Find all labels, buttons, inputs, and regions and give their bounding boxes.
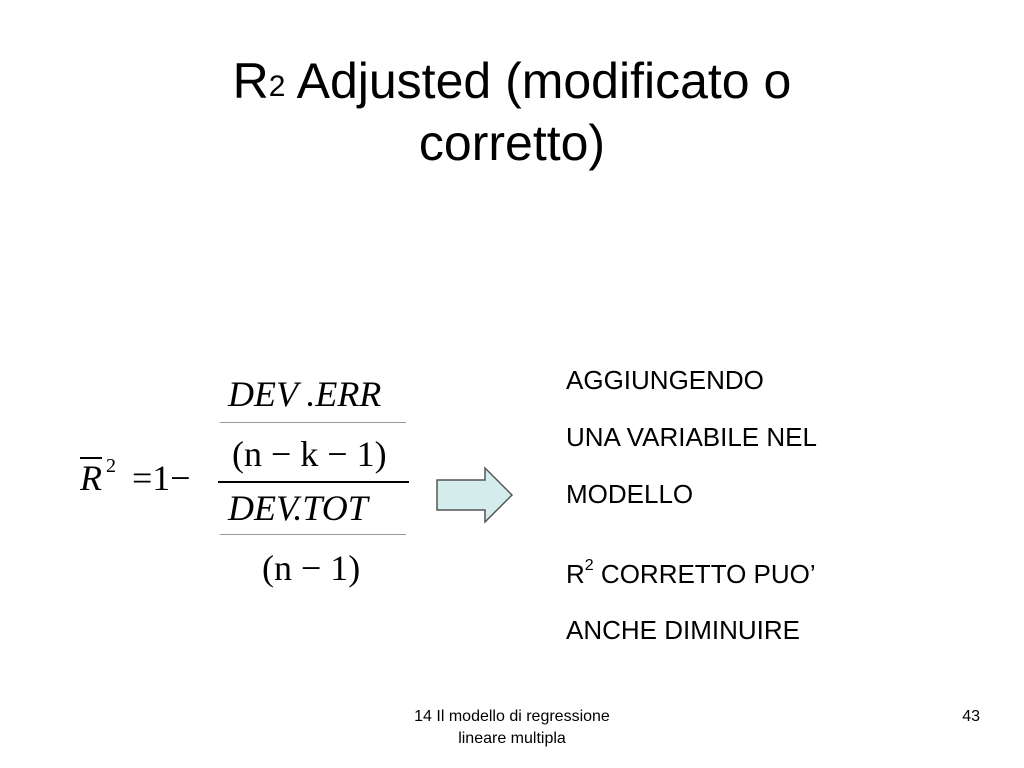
adjusted-r2-formula: R 2 =1− DEV .ERR (n − k − 1) DEV.TOT (n … — [70, 360, 420, 590]
formula-denominator-bottom: (n − 1) — [262, 548, 361, 588]
arrow-shape — [436, 466, 514, 524]
formula-numerator-top: DEV .ERR — [228, 374, 382, 414]
formula-equals-one-minus: =1− — [132, 458, 191, 498]
formula-denominator-top: DEV.TOT — [228, 488, 368, 528]
note-line-4: R2 CORRETTO PUO’ — [566, 546, 816, 602]
title-text: Adjusted (modificato o — [285, 53, 792, 109]
title-exponent: 2 — [268, 70, 286, 103]
main-fraction-line — [218, 481, 409, 483]
denominator-fraction-line — [220, 534, 406, 535]
footer-line-1: 14 Il modello di regressione — [414, 708, 610, 725]
r-bar-overline — [80, 457, 102, 459]
formula-numerator-bottom: (n − k − 1) — [232, 434, 387, 474]
title-line2: corretto) — [418, 115, 606, 171]
note-line-1: AGGIUNGENDO — [566, 365, 764, 395]
note-line-3: MODELLO — [566, 479, 694, 509]
title-r: R — [232, 53, 269, 109]
formula-r-exponent: 2 — [106, 455, 116, 477]
note-line-4-text: CORRETTO PUO’ — [593, 559, 816, 589]
note-line-2: UNA VARIABILE NEL — [566, 422, 817, 452]
note-line-5: ANCHE DIMINUIRE — [566, 615, 801, 645]
page-number: 43 — [962, 708, 980, 725]
slide-title: R2 Adjusted (modificato o corretto) — [112, 50, 912, 174]
formula-r-symbol: R — [80, 458, 102, 498]
footer-line-2: lineare multipla — [458, 730, 566, 747]
right-arrow-icon — [436, 466, 514, 524]
note-r: R — [566, 559, 585, 589]
numerator-fraction-line — [220, 422, 406, 423]
slide-footer: 14 Il modello di regressione lineare mul… — [362, 706, 662, 750]
note-exponent: 2 — [584, 557, 594, 574]
